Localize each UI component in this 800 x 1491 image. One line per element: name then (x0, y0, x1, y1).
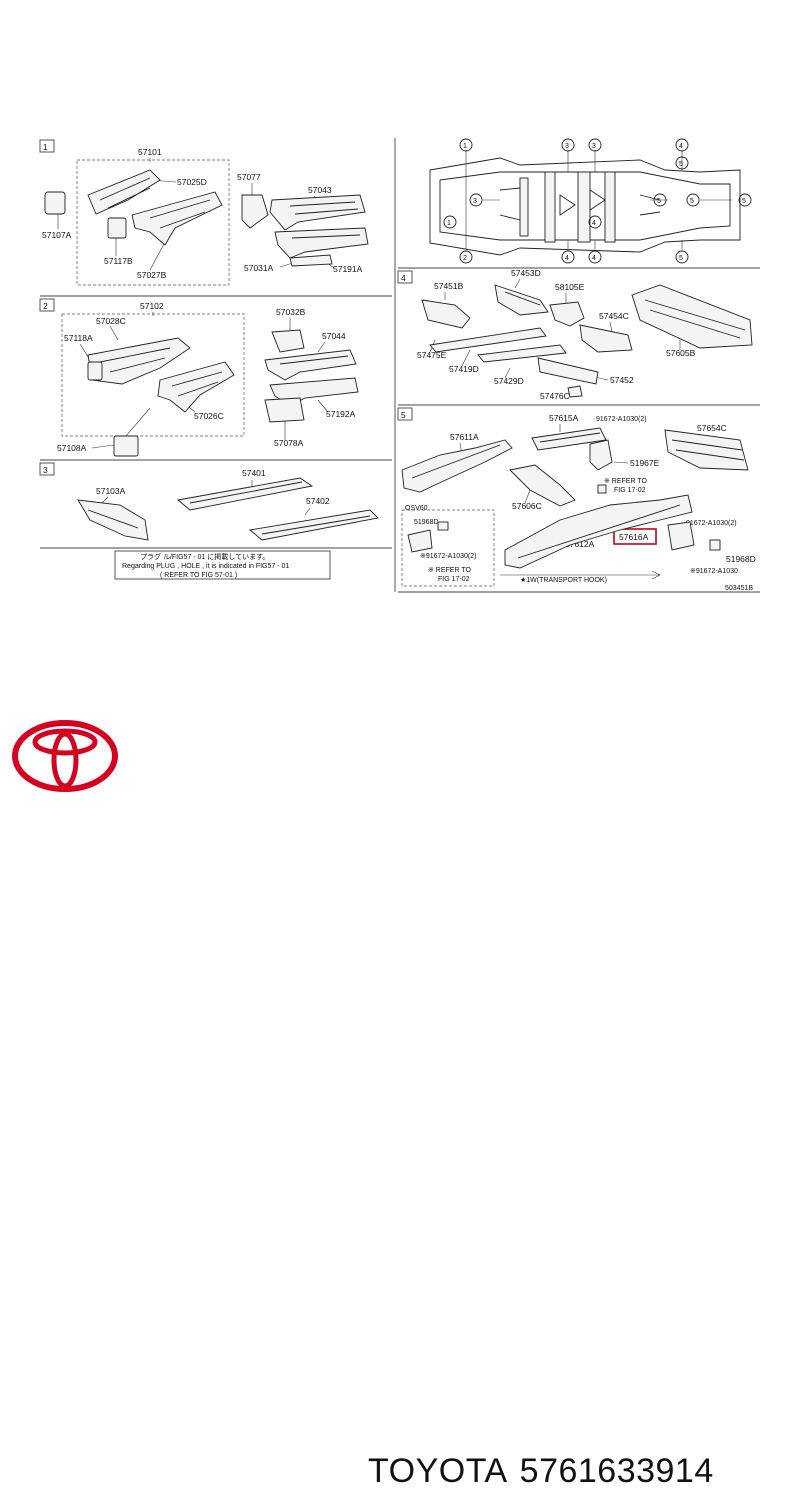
section-index: 2 (43, 301, 48, 311)
marker: 2 (463, 255, 467, 262)
part-label[interactable]: 57453D (511, 268, 541, 278)
section-4: 4 57451B 57453D 58105E 57454C 57605B 574… (397, 268, 753, 401)
part-label[interactable]: 51968D (414, 519, 439, 526)
assembly-box (76, 159, 230, 286)
part-label[interactable]: 57429D (494, 376, 524, 386)
part-label[interactable]: 57454C (599, 311, 629, 321)
part-label[interactable]: 57401 (242, 468, 266, 478)
part-label[interactable]: 57451B (434, 281, 464, 291)
part-label[interactable]: 57419D (449, 364, 479, 374)
note-line: ( REFER TO FIG 57-01 ) (160, 572, 237, 579)
section-3: 3 57103A 57401 57402 (39, 462, 379, 541)
part-label[interactable]: 51967E (630, 458, 660, 468)
part-label[interactable]: 57402 (306, 496, 330, 506)
part-label[interactable]: 57026C (194, 411, 224, 421)
part-label[interactable]: 57117B (104, 256, 133, 266)
marker: 5 (657, 198, 661, 205)
part-label[interactable]: ※ REFER TO (428, 567, 472, 574)
part-label[interactable]: 51968D (726, 554, 756, 564)
part-label[interactable]: 57077 (237, 172, 261, 182)
diagram-ref: 503451B (725, 585, 753, 592)
part-label[interactable]: 57606C (512, 501, 542, 511)
parts-diagram: 1 57101 57025D 57107A 57117B 57027B 5707… (39, 138, 760, 593)
section-index: 4 (401, 273, 406, 283)
part-label[interactable]: 57025D (177, 177, 207, 187)
section-5: 5 57615A 91672-A1030(2) 57654C 57611A 51… (397, 407, 756, 592)
part-label[interactable]: 57615A (549, 413, 579, 423)
marker: 1 (447, 220, 451, 227)
part-label[interactable]: 57476C (540, 391, 570, 401)
part-label[interactable]: 57452 (610, 375, 634, 385)
section-index: 3 (43, 465, 48, 475)
part-label[interactable]: 57612A (565, 539, 595, 549)
part-label[interactable]: 57611A (450, 432, 479, 442)
marker: 3 (592, 143, 596, 150)
part-label[interactable]: 57078A (274, 438, 304, 448)
part-label[interactable]: 57108A (57, 443, 87, 453)
variant-label: OSV60 (405, 505, 428, 512)
part-label[interactable]: 57192A (326, 409, 356, 419)
marker: 5 (679, 255, 683, 262)
part-label[interactable]: FIG 17-02 (438, 576, 470, 583)
section-1: 1 57101 57025D 57107A 57117B 57027B 5707… (39, 139, 369, 286)
part-label[interactable]: 57103A (96, 486, 126, 496)
marker: 4 (565, 255, 569, 262)
variant-box (401, 509, 495, 587)
panel-dividers (40, 138, 760, 593)
section-index: 5 (401, 410, 406, 420)
marker: 1 (463, 143, 467, 150)
brand-title: TOYOTA 5761633914 (368, 1452, 726, 1491)
part-label[interactable]: ※91672-A1030(2) (420, 553, 476, 560)
marker: 5 (742, 198, 746, 205)
part-label[interactable]: 57101 (138, 147, 162, 157)
part-label[interactable]: 57475E (417, 350, 447, 360)
part-number: 5761633914 (519, 1452, 714, 1490)
note-line: Regarding PLUG , HOLE , it is indicated … (122, 563, 289, 570)
part-label-highlighted[interactable]: 57616A (619, 532, 649, 542)
marker: 5 (690, 198, 694, 205)
part-label[interactable]: 57605B (666, 348, 696, 358)
highlighted-part-box[interactable] (613, 528, 657, 545)
frame-markers: 1 3 3 4 5 5 1 3 4 5 5 2 4 4 5 (443, 138, 752, 264)
marker: 4 (592, 255, 596, 262)
part-label[interactable]: 57027B (137, 270, 167, 280)
part-label[interactable]: 91672-A1030(2) (686, 520, 737, 527)
section-2: 2 57102 57028C 57118A 57026C 57108A 5703… (39, 298, 359, 457)
part-label[interactable]: 57031A (244, 263, 274, 273)
marker: 3 (473, 198, 477, 205)
marker: 3 (565, 143, 569, 150)
brand-row: TOYOTA 5761633914 (0, 712, 800, 1490)
part-label[interactable]: 58105E (555, 282, 585, 292)
part-label[interactable]: 57191A (333, 264, 363, 274)
part-label[interactable]: 57107A (42, 230, 72, 240)
note-line: プラグ ル/FIG57 - 01 に掲載しています。 (140, 552, 269, 561)
part-label[interactable]: 57043 (308, 185, 332, 195)
part-label[interactable]: 57654C (697, 423, 727, 433)
transport-hook-note: ★1W(TRANSPORT HOOK) (520, 576, 607, 584)
note-box: プラグ ル/FIG57 - 01 に掲載しています。 Regarding PLU… (114, 550, 331, 580)
part-label[interactable]: 57028C (96, 316, 126, 326)
part-label[interactable]: 57102 (140, 301, 164, 311)
marker: 4 (592, 220, 596, 227)
part-label[interactable]: 57044 (322, 331, 346, 341)
part-label[interactable]: ※ REFER TO (604, 478, 648, 485)
section-index: 1 (43, 142, 48, 152)
part-label[interactable]: FIG 17-02 (614, 487, 646, 494)
marker: 5 (679, 161, 683, 168)
part-label[interactable]: 57032B (276, 307, 306, 317)
toyota-emblem-icon (12, 720, 118, 792)
part-label[interactable]: 57118A (64, 333, 93, 343)
brand-name: TOYOTA (368, 1452, 508, 1490)
marker: 4 (679, 143, 683, 150)
part-label[interactable]: 91672-A1030(2) (596, 416, 647, 423)
part-label[interactable]: ※91672-A1030 (690, 568, 738, 575)
frame-overview: 1 3 3 4 5 5 1 3 4 5 5 2 4 4 5 (429, 138, 752, 264)
